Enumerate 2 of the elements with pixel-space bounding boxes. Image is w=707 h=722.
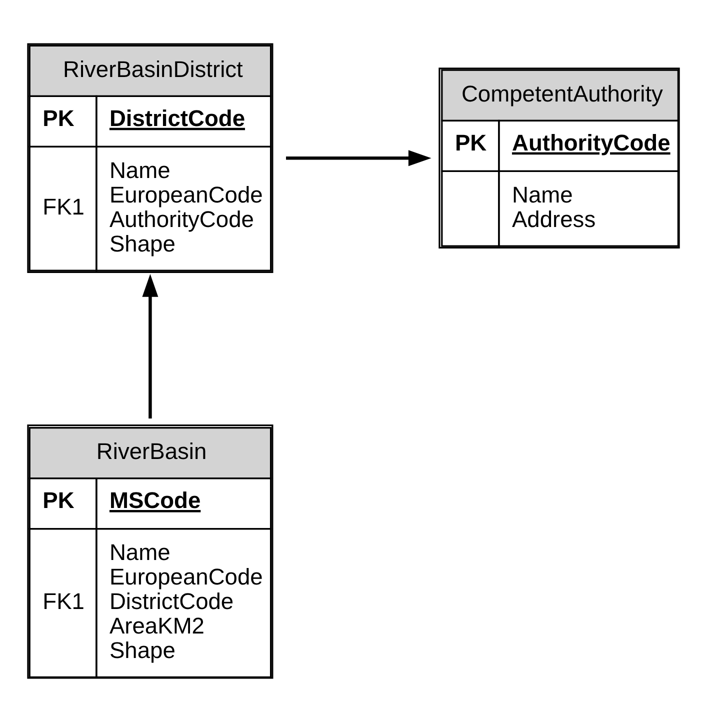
arrow [142,274,158,418]
arrow [286,150,432,166]
